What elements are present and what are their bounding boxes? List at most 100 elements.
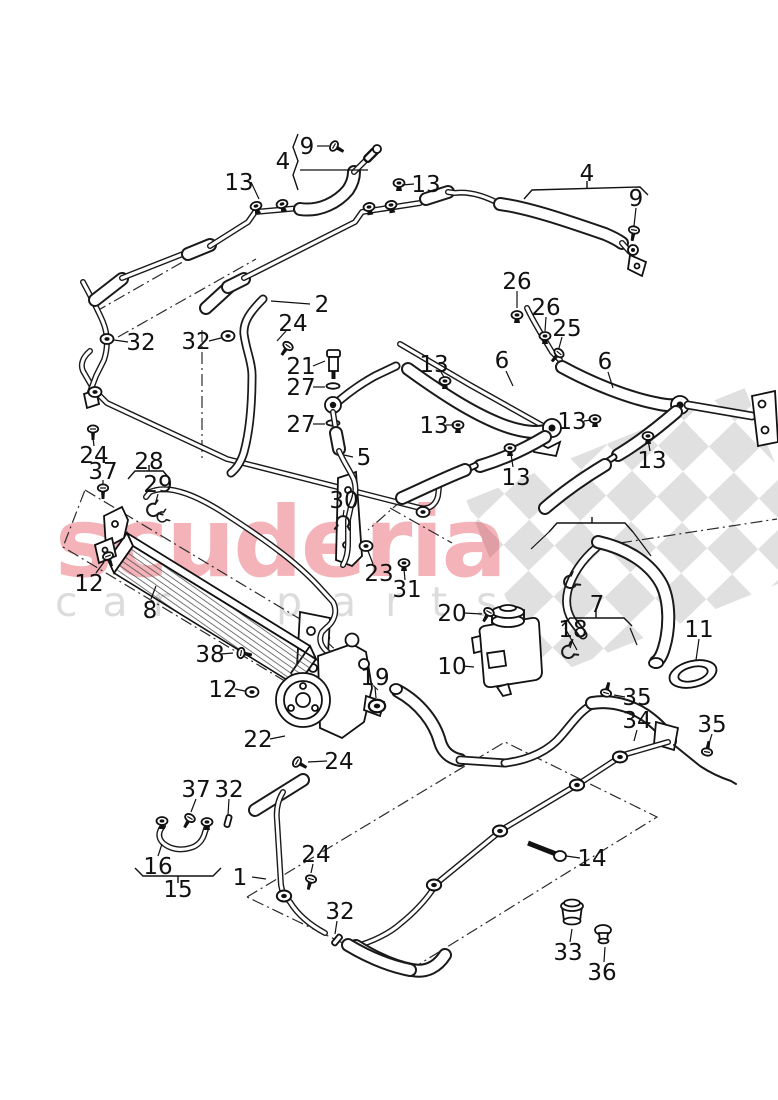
hose-7 xyxy=(389,683,677,768)
label-leader xyxy=(92,437,95,447)
label-leader xyxy=(583,419,592,422)
tube-inner xyxy=(80,349,441,510)
part-label-13: 13 xyxy=(411,172,440,198)
part-label-1: 1 xyxy=(233,865,248,891)
part-label-4: 4 xyxy=(276,149,291,175)
part-label-13: 13 xyxy=(224,170,253,196)
part-label-9: 9 xyxy=(629,186,644,212)
label-leader xyxy=(220,652,234,655)
part-label-19: 19 xyxy=(360,665,389,691)
tube-inner xyxy=(337,363,399,403)
hose-2 xyxy=(226,294,268,478)
label-leader xyxy=(312,360,326,367)
part-label-28: 28 xyxy=(134,449,163,475)
part-label-20: 20 xyxy=(437,601,466,627)
part-label-10: 10 xyxy=(437,654,466,680)
label-leader xyxy=(334,920,338,935)
label-leader xyxy=(603,946,606,963)
label-leader xyxy=(633,207,637,227)
part-label-32: 32 xyxy=(214,777,243,803)
part-label-25: 25 xyxy=(552,316,581,342)
label-leader xyxy=(307,760,328,763)
label-leader xyxy=(367,550,374,565)
part-label-6: 6 xyxy=(598,349,613,375)
hose-15-16 xyxy=(155,813,233,853)
label-leader xyxy=(505,370,514,387)
sealing-ring-11 xyxy=(668,659,718,689)
hose-1 xyxy=(248,773,417,977)
part-label-24: 24 xyxy=(278,311,307,337)
hose-3 xyxy=(562,535,676,669)
part-label-36: 36 xyxy=(587,960,616,986)
tube-inner xyxy=(457,757,508,766)
tube-inner xyxy=(421,187,453,204)
part-label-35: 35 xyxy=(622,685,651,711)
part-label-14: 14 xyxy=(577,846,606,872)
steering-pump-22 xyxy=(275,632,386,740)
part-label-35: 35 xyxy=(697,712,726,738)
tube-inner xyxy=(183,240,215,259)
part-label-13: 13 xyxy=(637,448,666,474)
label-leader xyxy=(227,798,230,816)
part-label-37: 37 xyxy=(181,777,210,803)
tube-inner xyxy=(157,824,209,851)
tube-inner xyxy=(331,428,344,454)
tube-inner xyxy=(393,686,465,765)
part-label-9: 9 xyxy=(300,134,315,160)
part-label-13: 13 xyxy=(419,413,448,439)
part-label-6: 6 xyxy=(495,348,510,374)
label-leader xyxy=(569,638,574,649)
part-label-37: 37 xyxy=(88,459,117,485)
label-leader xyxy=(440,371,445,378)
part-label-12: 12 xyxy=(74,571,103,597)
part-label-15: 15 xyxy=(163,877,192,903)
label-leader xyxy=(250,181,260,200)
part-label-22: 22 xyxy=(243,727,272,753)
hose-assembly-4-left xyxy=(88,144,423,315)
tube-inner xyxy=(495,199,627,248)
part-label-26: 26 xyxy=(531,295,560,321)
label-leader xyxy=(95,561,105,574)
part-label-21: 21 xyxy=(286,354,315,380)
pipes-middle xyxy=(78,279,442,663)
part-label-32: 32 xyxy=(181,329,210,355)
label-leader xyxy=(544,316,547,332)
part-label-23: 23 xyxy=(364,561,393,587)
tube-inner xyxy=(685,402,755,419)
tube-inner xyxy=(343,940,415,975)
part-label-18: 18 xyxy=(558,617,587,643)
part-label-31: 31 xyxy=(392,577,421,603)
label-leader xyxy=(208,337,222,342)
tube-inner xyxy=(120,250,190,280)
part-label-24: 24 xyxy=(324,749,353,775)
part-label-4: 4 xyxy=(580,161,595,187)
part-label-26: 26 xyxy=(502,269,531,295)
part-label-38: 38 xyxy=(195,642,224,668)
part-label-13: 13 xyxy=(557,409,586,435)
checkered-flag xyxy=(466,388,778,681)
part-label-27: 27 xyxy=(286,412,315,438)
part-label-11: 11 xyxy=(684,617,713,643)
part-label-8: 8 xyxy=(143,598,158,624)
reservoir-10 xyxy=(471,604,543,698)
label-leader xyxy=(695,638,700,661)
grommet-33 xyxy=(560,898,584,926)
part-label-34: 34 xyxy=(622,708,651,734)
label-leader xyxy=(565,855,581,859)
label-leader xyxy=(707,733,713,748)
part-label-13: 13 xyxy=(419,352,448,378)
tube-inner xyxy=(208,206,302,248)
label-leader xyxy=(269,735,286,740)
tube-inner xyxy=(540,460,610,513)
part-label-5: 5 xyxy=(357,445,372,471)
part-label-12: 12 xyxy=(208,677,237,703)
label-leader xyxy=(276,330,287,342)
label-leader xyxy=(374,686,377,699)
label-leader xyxy=(234,688,246,692)
tube-inner xyxy=(228,296,266,476)
group-braces xyxy=(127,133,652,883)
part-label-16: 16 xyxy=(143,854,172,880)
